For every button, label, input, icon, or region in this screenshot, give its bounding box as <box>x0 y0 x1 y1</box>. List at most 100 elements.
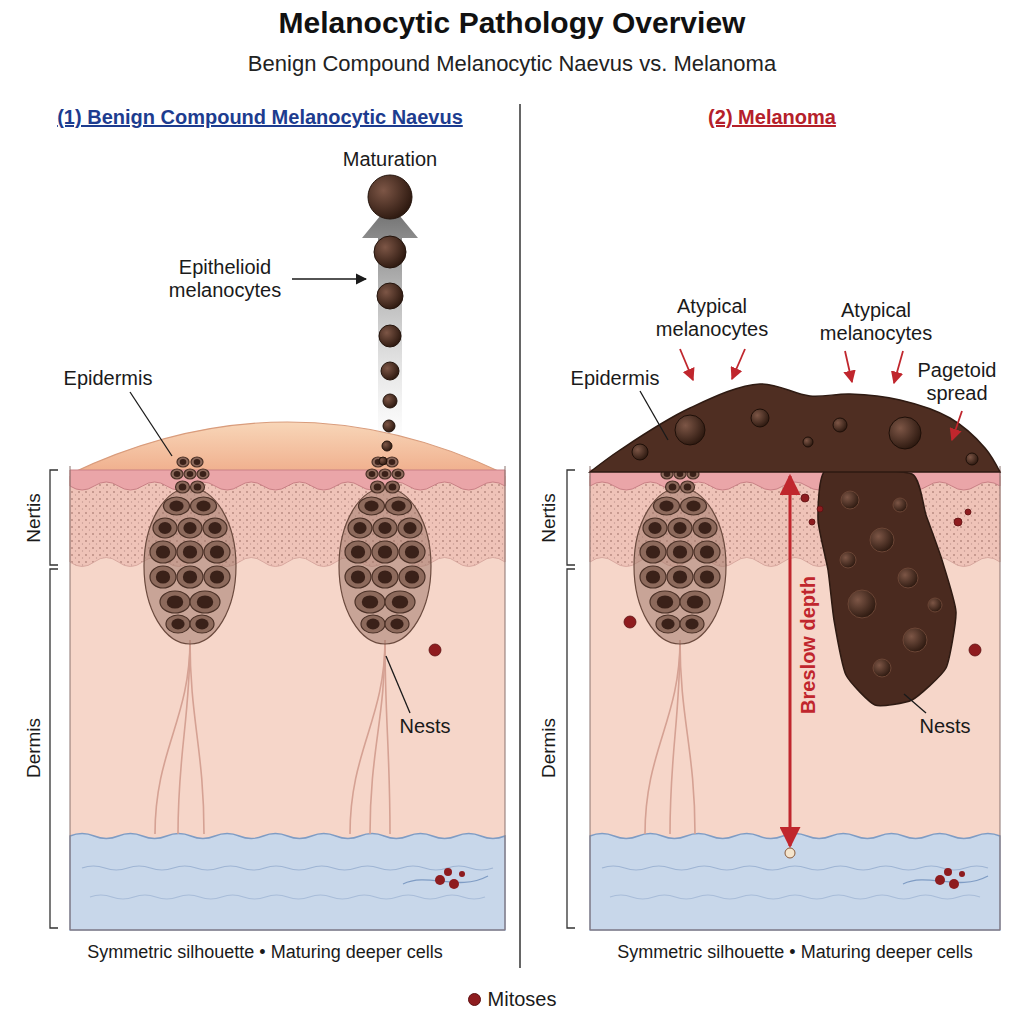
cell-nucleus <box>158 522 171 534</box>
subtitle: Benign Compound Melanocytic Naevus vs. M… <box>112 51 912 76</box>
layer-bracket-label: Dermis <box>538 718 560 778</box>
panel: (1) Benign Compound Melanocytic Naevus <box>12 98 508 966</box>
nest-cell <box>166 615 190 633</box>
cell-nucleus <box>687 595 704 608</box>
epidermis-band <box>590 470 1000 490</box>
cell-nucleus <box>389 459 396 465</box>
panel-heading: (2) Melanoma <box>532 98 1012 129</box>
legend-swatch <box>468 993 481 1006</box>
mitosis-dot <box>459 871 465 877</box>
mitosis-dot <box>435 875 445 885</box>
nest-cell <box>667 566 693 588</box>
atypical-cell <box>928 598 942 612</box>
cell-nucleus <box>700 570 714 583</box>
cell-nucleus <box>700 545 714 558</box>
melanocyte <box>382 441 392 451</box>
leader-line <box>640 391 668 440</box>
cell-nucleus <box>187 471 194 477</box>
melanocyte-nest <box>144 457 236 644</box>
nest-cell <box>204 541 230 563</box>
dermal-fibre <box>178 640 190 834</box>
dermal-fibre <box>155 640 190 834</box>
layer-bracket <box>567 470 575 565</box>
cell-nucleus <box>366 619 379 630</box>
cell-nucleus <box>210 570 224 583</box>
cell-label: Atypical melanocytes <box>642 295 782 341</box>
panel-divider <box>519 104 521 968</box>
nest-cell <box>680 591 710 613</box>
cell-nucleus <box>657 595 674 608</box>
nest-cell <box>345 566 371 588</box>
mitosis-dot <box>449 879 459 889</box>
atypical-cell <box>833 418 847 432</box>
cell-nucleus <box>646 545 660 558</box>
cell-nucleus <box>210 545 224 558</box>
mitosis-dot <box>954 518 962 526</box>
mitosis-dot <box>624 616 636 628</box>
atypical-cell <box>870 528 894 552</box>
subcutis-layer <box>70 834 505 931</box>
nest-label: Nests <box>916 715 973 738</box>
atypical-cell <box>898 568 918 588</box>
nest-cell <box>643 518 667 538</box>
panel-edge <box>70 466 505 930</box>
nest-cell <box>373 518 397 538</box>
nest-cell <box>366 469 378 479</box>
nest-cell <box>656 615 680 633</box>
diagram-title: Melanocytic Pathology Overview <box>0 6 1024 41</box>
nest-cell <box>385 591 415 613</box>
cell-nucleus <box>169 501 183 512</box>
mitosis-dot <box>429 644 441 656</box>
leader-line <box>130 392 172 456</box>
cell-nucleus <box>390 619 403 630</box>
cell-nucleus <box>171 619 184 630</box>
melanocyte-nest <box>634 457 726 644</box>
cell-nucleus <box>196 501 210 512</box>
nest-cell <box>203 518 227 538</box>
cell-nucleus <box>174 471 181 477</box>
atypical-cell <box>873 659 891 677</box>
cell-nucleus <box>195 619 208 630</box>
nest-cell <box>160 591 190 613</box>
cell-nucleus <box>673 545 687 558</box>
cell-nucleus <box>351 570 365 583</box>
dermal-fibre <box>385 640 390 834</box>
nest-outline <box>144 488 236 644</box>
nest-cell <box>371 481 385 493</box>
layer-label: Epidermis <box>64 367 153 390</box>
cell-nucleus <box>669 483 677 490</box>
mitosis-dot <box>965 509 971 515</box>
nest-cell <box>681 497 707 515</box>
nest-cell <box>398 518 422 538</box>
nest-cell <box>348 518 372 538</box>
leader-line <box>386 656 410 713</box>
dermis-layer <box>70 555 505 840</box>
cell-nucleus <box>659 501 673 512</box>
maturation-arrow <box>362 204 418 445</box>
measurement-label: Breslow depth <box>797 576 820 714</box>
nest-outline <box>339 488 431 644</box>
cell-nucleus <box>686 501 700 512</box>
legend: Mitoses <box>0 986 1024 1012</box>
cell-nucleus <box>156 545 170 558</box>
cell-nucleus <box>673 522 686 534</box>
cell-nucleus <box>183 545 197 558</box>
nest-cell <box>197 469 209 479</box>
cell-nucleus <box>374 483 382 490</box>
nest-cell <box>399 541 425 563</box>
cell-nucleus <box>395 471 402 477</box>
nest-cell <box>694 541 720 563</box>
atypical-cell <box>675 415 705 445</box>
atypical-cell <box>841 491 859 509</box>
mitosis-dot <box>969 644 981 656</box>
cell-nucleus <box>351 545 365 558</box>
atypical-cell <box>848 590 876 618</box>
cell-nucleus <box>648 522 661 534</box>
melanocyte-nest <box>339 457 431 644</box>
dermal-fibre <box>680 640 695 834</box>
epidermis-band <box>70 470 505 490</box>
cell-nucleus <box>197 595 214 608</box>
cell-nucleus <box>369 471 376 477</box>
